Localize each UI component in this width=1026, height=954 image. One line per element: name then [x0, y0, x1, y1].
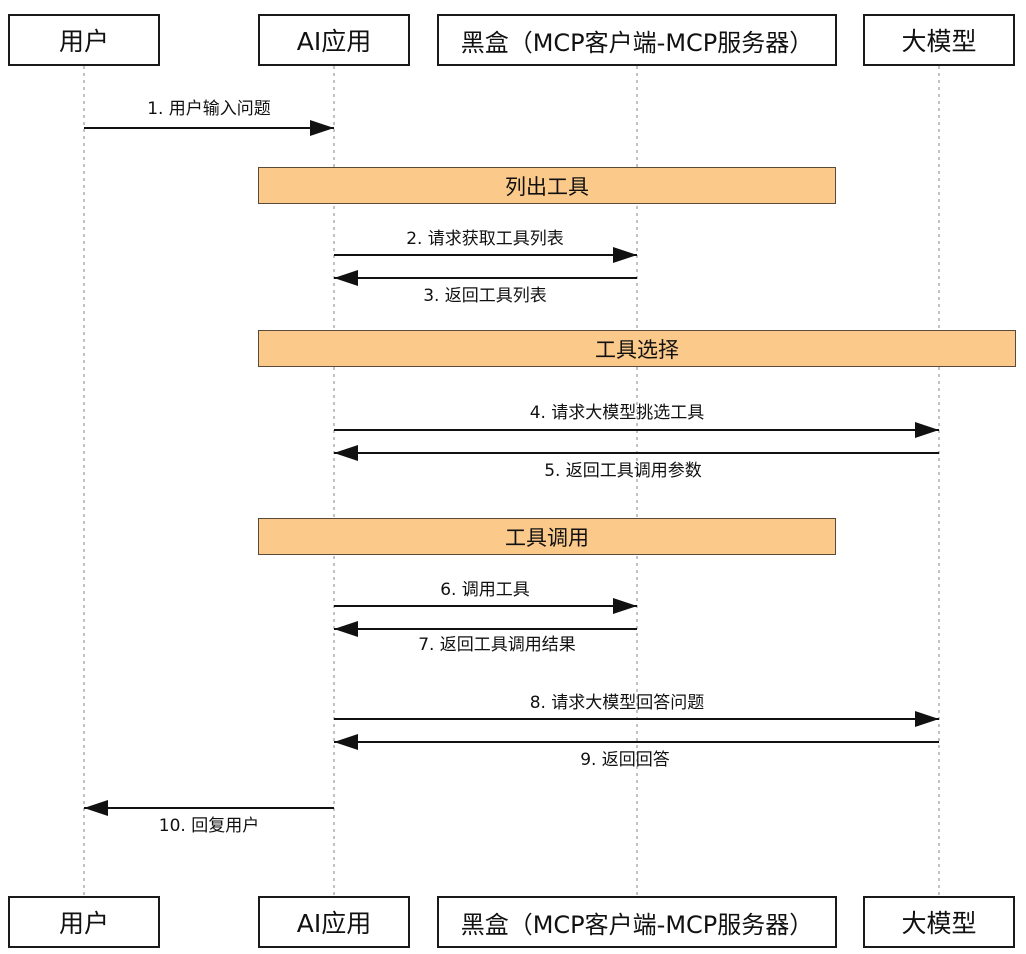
message-label-5: 5. 返回工具调用参数 — [544, 461, 702, 481]
message-label-8: 8. 请求大模型回答问题 — [529, 693, 705, 713]
group-tool-call: 工具调用 — [258, 518, 836, 555]
message-label-3: 3. 返回工具列表 — [423, 286, 547, 306]
message-label-2: 2. 请求获取工具列表 — [406, 229, 564, 249]
group-tool-selection: 工具选择 — [258, 330, 1016, 367]
message-label-4: 4. 请求大模型挑选工具 — [529, 403, 705, 423]
message-label-1: 1. 用户输入问题 — [147, 99, 271, 119]
message-label-6: 6. 调用工具 — [440, 580, 530, 600]
group-list-tools: 列出工具 — [258, 167, 836, 204]
message-label-10: 10. 回复用户 — [158, 816, 260, 836]
participant-llm-top: 大模型 — [863, 14, 1015, 66]
participant-user-top: 用户 — [8, 14, 160, 66]
participant-black-box-bottom: 黑盒（MCP客户端-MCP服务器） — [437, 896, 837, 948]
participant-llm-bottom: 大模型 — [863, 896, 1015, 948]
participant-black-box-top: 黑盒（MCP客户端-MCP服务器） — [437, 14, 837, 66]
participant-user-bottom: 用户 — [8, 896, 160, 948]
participant-ai-app-top: AI应用 — [258, 14, 410, 66]
message-label-9: 9. 返回回答 — [580, 750, 670, 770]
message-label-7: 7. 返回工具调用结果 — [418, 635, 576, 655]
participant-ai-app-bottom: AI应用 — [258, 896, 410, 948]
